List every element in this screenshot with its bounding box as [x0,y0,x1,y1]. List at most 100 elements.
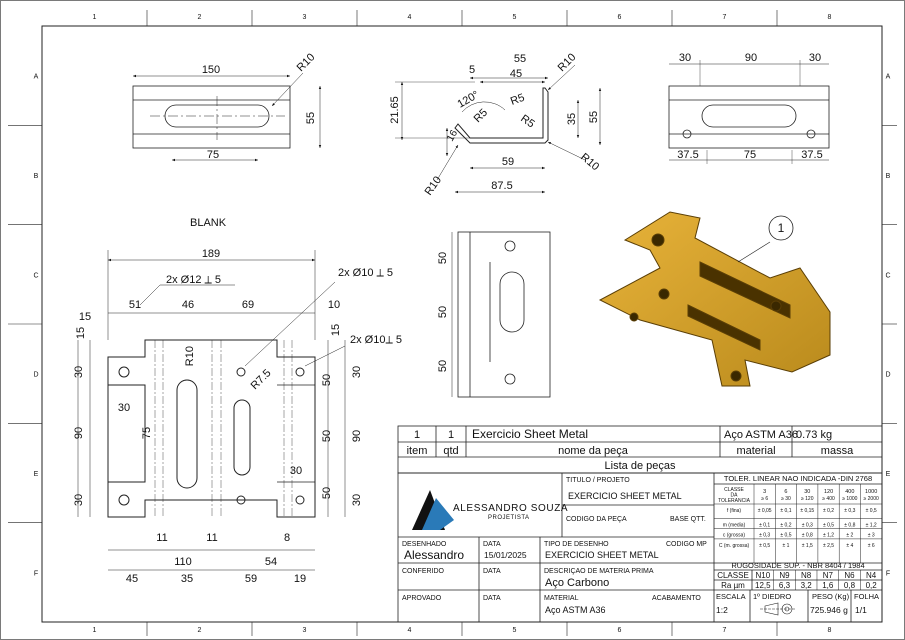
zone-col-5-top: 5 [513,14,517,21]
tolerance-cell: ± 6 [868,543,875,549]
dim-51: 51 [129,299,141,311]
zone-row-A-right: A [886,74,891,81]
dim-30-left-bottom: 30 [73,494,85,506]
tolerance-row-name: C (m. grossa) [719,543,750,549]
zone-col-4-top: 4 [408,14,412,21]
folha-label: FOLHA [854,592,879,601]
dim-30-left-top: 30 [73,366,85,378]
note-hole-10-b: 2x Ø10⟂ 5 [350,334,402,346]
zone-col-1-bottom: 1 [93,627,97,634]
tipo-label: TIPO DE DESENHO [544,541,609,548]
dim-75-bottom: 75 [744,149,756,161]
roughness-title: RUGOSIDADE SUP. - NBR 8404 / 1984 [731,561,864,570]
acabamento-label: ACABAMENTO [652,595,701,602]
dim-35: 35 [566,113,578,125]
roughness-class: N9 [779,571,790,580]
tolerance-classe-label: CLASSE [724,487,744,493]
dim-30-b: 30 [809,52,821,64]
dim-55-side: 55 [588,111,600,123]
tolerance-cell: ± 0,05 [758,508,772,514]
dim-75-vert: 75 [141,427,153,439]
dim-50-right-1: 50 [321,374,333,386]
dim-45: 45 [510,68,522,80]
tipo-value: EXERCICIO SHEET METAL [545,550,659,560]
zone-col-7-bottom: 7 [723,627,727,634]
dim-54: 54 [265,556,277,568]
tolerance-range-to: ≥ 400 [822,496,835,502]
zone-row-B-right: B [886,173,891,180]
roughness-value: 6,3 [779,581,791,590]
roughness-class: N8 [801,571,812,580]
dim-50-right-3: 50 [321,487,333,499]
tolerance-range-to: ≥ 1000 [842,496,857,502]
parts-header-name: nome da peça [558,445,629,457]
roughness-classe-label: CLASSE [717,571,749,580]
parts-item: 1 [414,429,420,441]
tolerance-cell: ± 2 [846,533,853,539]
zone-marks [8,10,897,636]
roughness-value: 3,2 [801,581,813,590]
tolerance-cell: ± 0,8 [844,522,855,528]
zone-row-B-left: B [34,173,39,180]
data-label-2: DATA [483,568,501,575]
dim-r7-5: R7.5 [249,367,274,392]
material-value: Aço ASTM A36 [545,605,606,615]
tolerance-cell: ± 0,15 [800,508,814,514]
tolerance-range-to: ≥ 2000 [864,496,879,502]
dim-30-mid: 30 [118,402,130,414]
dim-59: 59 [502,156,514,168]
descricao-label: DESCRIÇAO DE MATERIA PRIMA [544,568,654,575]
dim-11-a: 11 [156,532,167,544]
roughness-table: RUGOSIDADE SUP. - NBR 8404 / 1984 CLASSE… [717,561,877,590]
parts-material: Aço ASTM A36 [724,429,798,441]
tolerance-cell: ± 0,8 [802,533,813,539]
zone-col-2-bottom: 2 [198,627,202,634]
tolerance-row-name: m (media) [723,522,746,528]
data-label-3: DATA [483,595,501,602]
tolerance-range-from: 6 [784,489,787,495]
dim-15-b: 15 [75,327,87,339]
tolerance-range-from: 120 [824,489,833,495]
logo-sub: PROJETISTA [488,515,530,521]
dim-50-a: 50 [437,252,449,264]
data-label-1: DATA [483,541,501,548]
dim-5: 5 [469,64,475,76]
title-block-grid [397,472,883,623]
dim-150: 150 [202,64,220,76]
balloon-1: 1 [778,221,785,235]
roughness-value: 12,5 [755,581,771,590]
dim-30-a: 30 [679,52,691,64]
tolerance-cell: ± 0,5 [780,533,791,539]
projection-symbol-icon [760,602,796,616]
tolerance-cell: ± 0,2 [823,508,834,514]
tolerance-cell: ± 0,3 [759,533,770,539]
view-top-right [668,60,830,164]
descricao-value: Aço Carbono [545,577,609,589]
dim-r5-c: R5 [518,113,536,131]
dim-120: 120° [456,89,482,111]
tolerance-cell: ± 0,5 [759,543,770,549]
note-hole-10-a: 2x Ø10 ⟂ 5 [338,267,393,279]
base-qtt-label: BASE QTT. [670,516,706,523]
dim-10: 10 [328,299,340,311]
dim-90-right: 90 [351,430,363,442]
tolerance-cell: ± 0,3 [844,508,855,514]
dim-19: 19 [294,573,306,585]
tolerance-cell: ± 2,5 [823,543,834,549]
dim-r10-c: R10 [423,174,444,197]
titulo-label: TITULO / PROJETO [566,477,630,484]
dim-30-right-top: 30 [351,366,363,378]
logo-image [412,490,454,530]
dim-11-b: 11 [206,532,217,544]
material-label: MATERIAL [544,595,579,602]
dim-87-5: 87.5 [491,180,512,192]
escala-label: ESCALA [716,592,746,601]
tolerance-cell: ± 0,1 [780,508,791,514]
view-top-left [132,72,322,162]
tolerance-cell: ± 0,3 [802,522,813,528]
roughness-value: 0,8 [844,581,856,590]
view-profile [395,64,602,194]
dim-15-c: 15 [330,324,342,336]
zone-row-E-left: E [34,471,39,478]
